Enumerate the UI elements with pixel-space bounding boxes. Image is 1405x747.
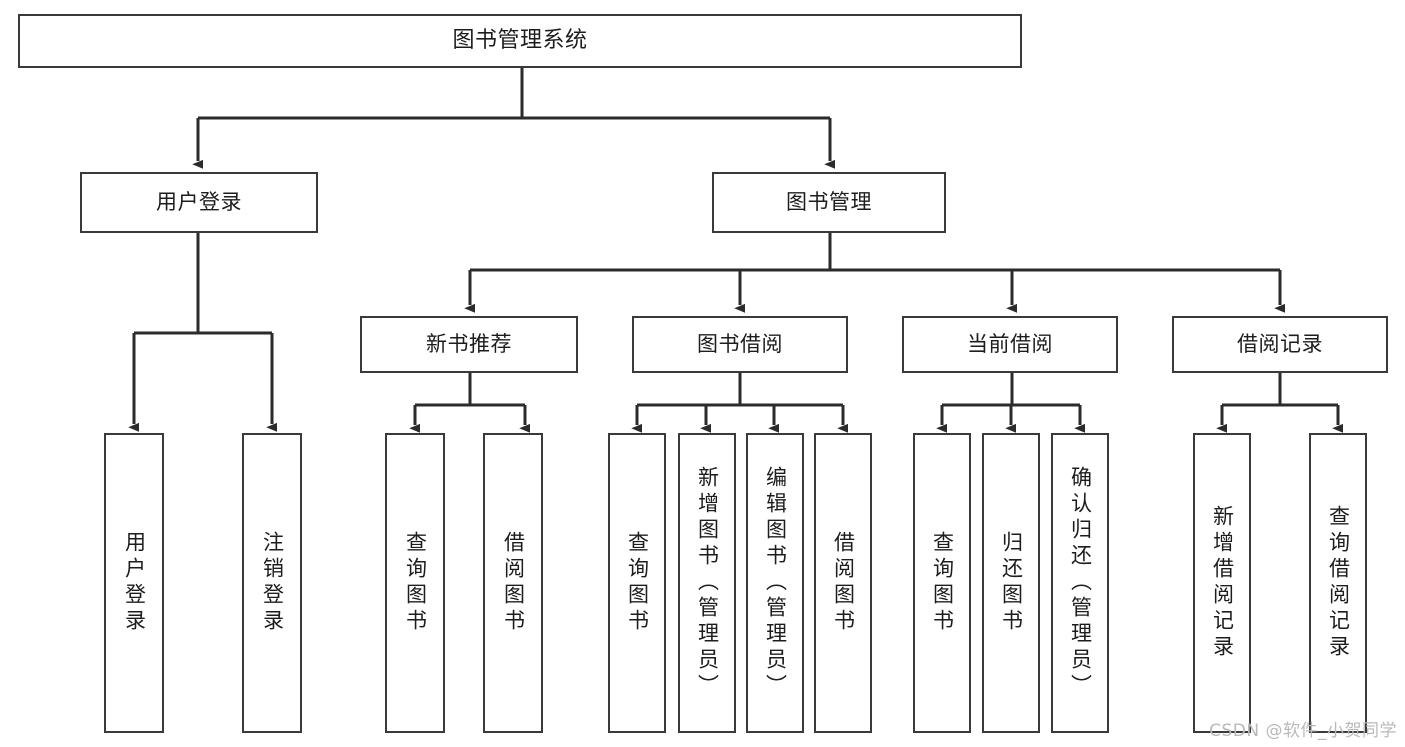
node-book-manage[interactable]: 图书管理 <box>712 172 946 233</box>
node-leaf-query-book-1[interactable]: 查询图书 <box>385 433 445 733</box>
node-leaf-borrow-book-1-label: 借阅图书 <box>501 531 526 635</box>
node-leaf-logout-label: 注销登录 <box>260 531 285 635</box>
csdn-watermark: CSDN @软件_小贺同学 <box>1209 721 1397 741</box>
node-leaf-return-book-label: 归还图书 <box>999 531 1024 635</box>
node-leaf-add-record-label: 新增借阅记录 <box>1210 505 1235 661</box>
node-leaf-borrow-book-1[interactable]: 借阅图书 <box>483 433 543 733</box>
node-new-book-rec-label: 新书推荐 <box>426 332 512 357</box>
node-leaf-query-book-2[interactable]: 查询图书 <box>608 433 666 733</box>
node-leaf-edit-book[interactable]: 编辑图书（管理员） <box>746 433 804 733</box>
node-leaf-add-book-label: 新增图书（管理员） <box>695 466 720 700</box>
node-current-borrow[interactable]: 当前借阅 <box>902 316 1118 373</box>
node-book-manage-label: 图书管理 <box>786 190 872 215</box>
node-new-book-rec[interactable]: 新书推荐 <box>360 316 578 373</box>
node-root-label: 图书管理系统 <box>452 28 588 54</box>
node-leaf-query-book-3[interactable]: 查询图书 <box>913 433 971 733</box>
node-leaf-query-record[interactable]: 查询借阅记录 <box>1309 433 1367 733</box>
node-leaf-confirm-return[interactable]: 确认归还（管理员） <box>1051 433 1109 733</box>
node-book-borrow[interactable]: 图书借阅 <box>632 316 848 373</box>
node-leaf-user-login-label: 用户登录 <box>122 531 147 635</box>
node-user-login-label: 用户登录 <box>156 190 242 215</box>
node-current-borrow-label: 当前借阅 <box>967 332 1053 357</box>
node-leaf-return-book[interactable]: 归还图书 <box>982 433 1040 733</box>
node-leaf-query-book-3-label: 查询图书 <box>930 531 955 635</box>
node-leaf-user-login[interactable]: 用户登录 <box>104 433 164 733</box>
node-root[interactable]: 图书管理系统 <box>18 14 1022 68</box>
node-leaf-query-book-1-label: 查询图书 <box>403 531 428 635</box>
node-leaf-add-book[interactable]: 新增图书（管理员） <box>678 433 736 733</box>
node-book-borrow-label: 图书借阅 <box>697 332 783 357</box>
node-leaf-confirm-return-label: 确认归还（管理员） <box>1068 466 1093 700</box>
node-leaf-logout[interactable]: 注销登录 <box>242 433 302 733</box>
node-leaf-edit-book-label: 编辑图书（管理员） <box>763 466 788 700</box>
node-leaf-borrow-book-2-label: 借阅图书 <box>831 531 856 635</box>
node-borrow-record-label: 借阅记录 <box>1237 332 1323 357</box>
node-leaf-borrow-book-2[interactable]: 借阅图书 <box>814 433 872 733</box>
node-leaf-query-record-label: 查询借阅记录 <box>1326 505 1351 661</box>
node-leaf-query-book-2-label: 查询图书 <box>625 531 650 635</box>
node-borrow-record[interactable]: 借阅记录 <box>1172 316 1388 373</box>
node-leaf-add-record[interactable]: 新增借阅记录 <box>1193 433 1251 733</box>
node-user-login[interactable]: 用户登录 <box>80 172 318 233</box>
